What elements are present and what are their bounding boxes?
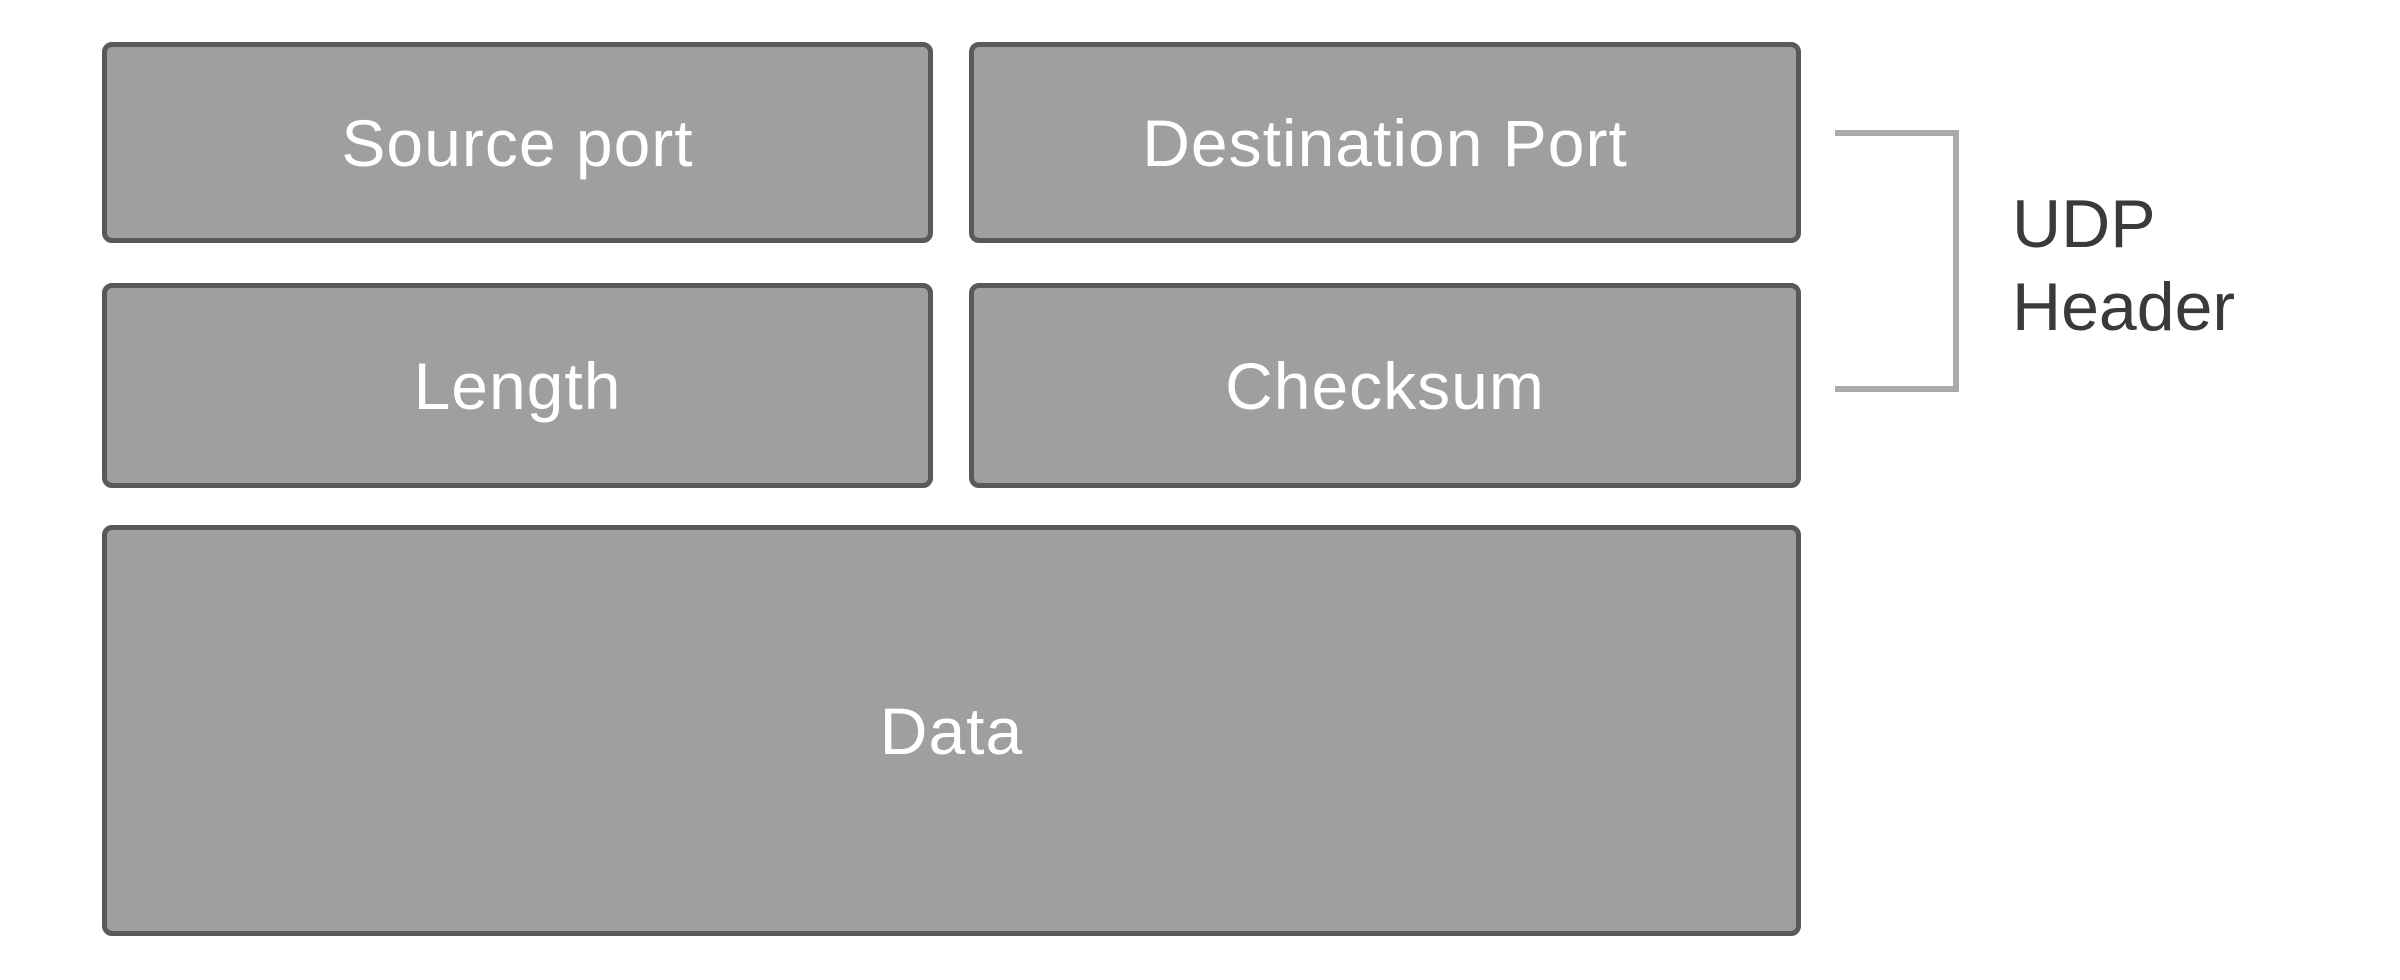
destination-port-label: Destination Port <box>1142 105 1628 180</box>
field-box-source-port: Source port <box>102 42 933 243</box>
field-box-checksum: Checksum <box>969 283 1801 488</box>
data-label: Data <box>879 693 1024 768</box>
checksum-label: Checksum <box>1225 348 1545 423</box>
field-box-length: Length <box>102 283 933 488</box>
field-box-destination-port: Destination Port <box>969 42 1801 243</box>
length-label: Length <box>413 348 622 423</box>
udp-header-bracket <box>1835 130 1959 392</box>
udp-header-group-label: UDP Header <box>2012 186 2236 345</box>
source-port-label: Source port <box>341 105 694 180</box>
field-box-data: Data <box>102 525 1801 936</box>
